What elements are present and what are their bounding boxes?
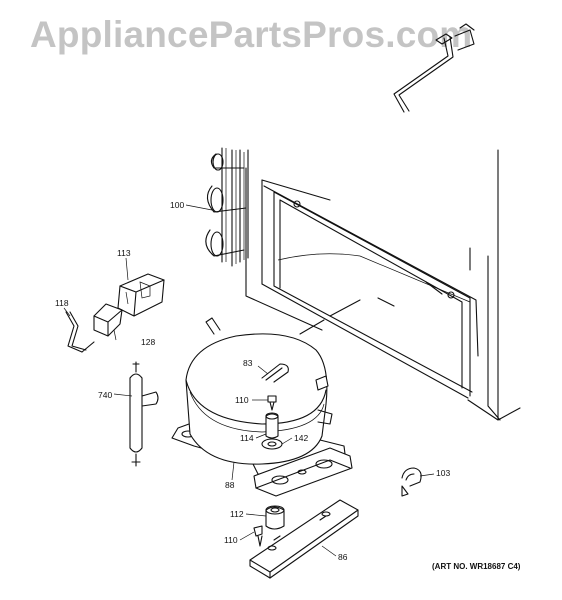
callout-113: 113 xyxy=(117,248,131,258)
callout-100: 100 xyxy=(170,200,184,210)
art-number: (ART NO. WR18687 C4) xyxy=(432,562,521,571)
mounting-bracket xyxy=(253,447,353,497)
callout-112: 112 xyxy=(230,509,244,519)
grommet-washer xyxy=(261,412,283,450)
relay-overload xyxy=(93,273,165,337)
wire-harness xyxy=(65,311,95,353)
callout-740: 740 xyxy=(98,390,112,400)
callout-110-lower: 110 xyxy=(224,535,238,545)
callout-114: 114 xyxy=(240,433,254,443)
callout-142: 142 xyxy=(294,433,308,443)
mounting-rail xyxy=(249,499,359,579)
tubing-top xyxy=(393,23,475,113)
callout-86: 86 xyxy=(338,552,348,562)
callout-labels: 100 113 118 128 740 83 110 114 142 88 10… xyxy=(55,200,450,562)
callout-110-upper: 110 xyxy=(235,395,249,405)
tube-clamp xyxy=(401,467,422,497)
callout-128: 128 xyxy=(141,337,155,347)
grommet-112 xyxy=(265,505,285,530)
watermark-text: AppliancePartsPros.com xyxy=(30,14,473,55)
callout-88: 88 xyxy=(225,480,235,490)
callout-103: 103 xyxy=(436,468,450,478)
cord-clip xyxy=(261,363,289,383)
callout-83: 83 xyxy=(243,358,253,368)
callout-118: 118 xyxy=(55,298,69,308)
dryer-filter xyxy=(129,361,159,467)
cabinet-compartment xyxy=(245,149,521,421)
screw-lower xyxy=(253,525,263,547)
leader-lines xyxy=(63,204,435,557)
condenser-coil xyxy=(205,147,249,267)
